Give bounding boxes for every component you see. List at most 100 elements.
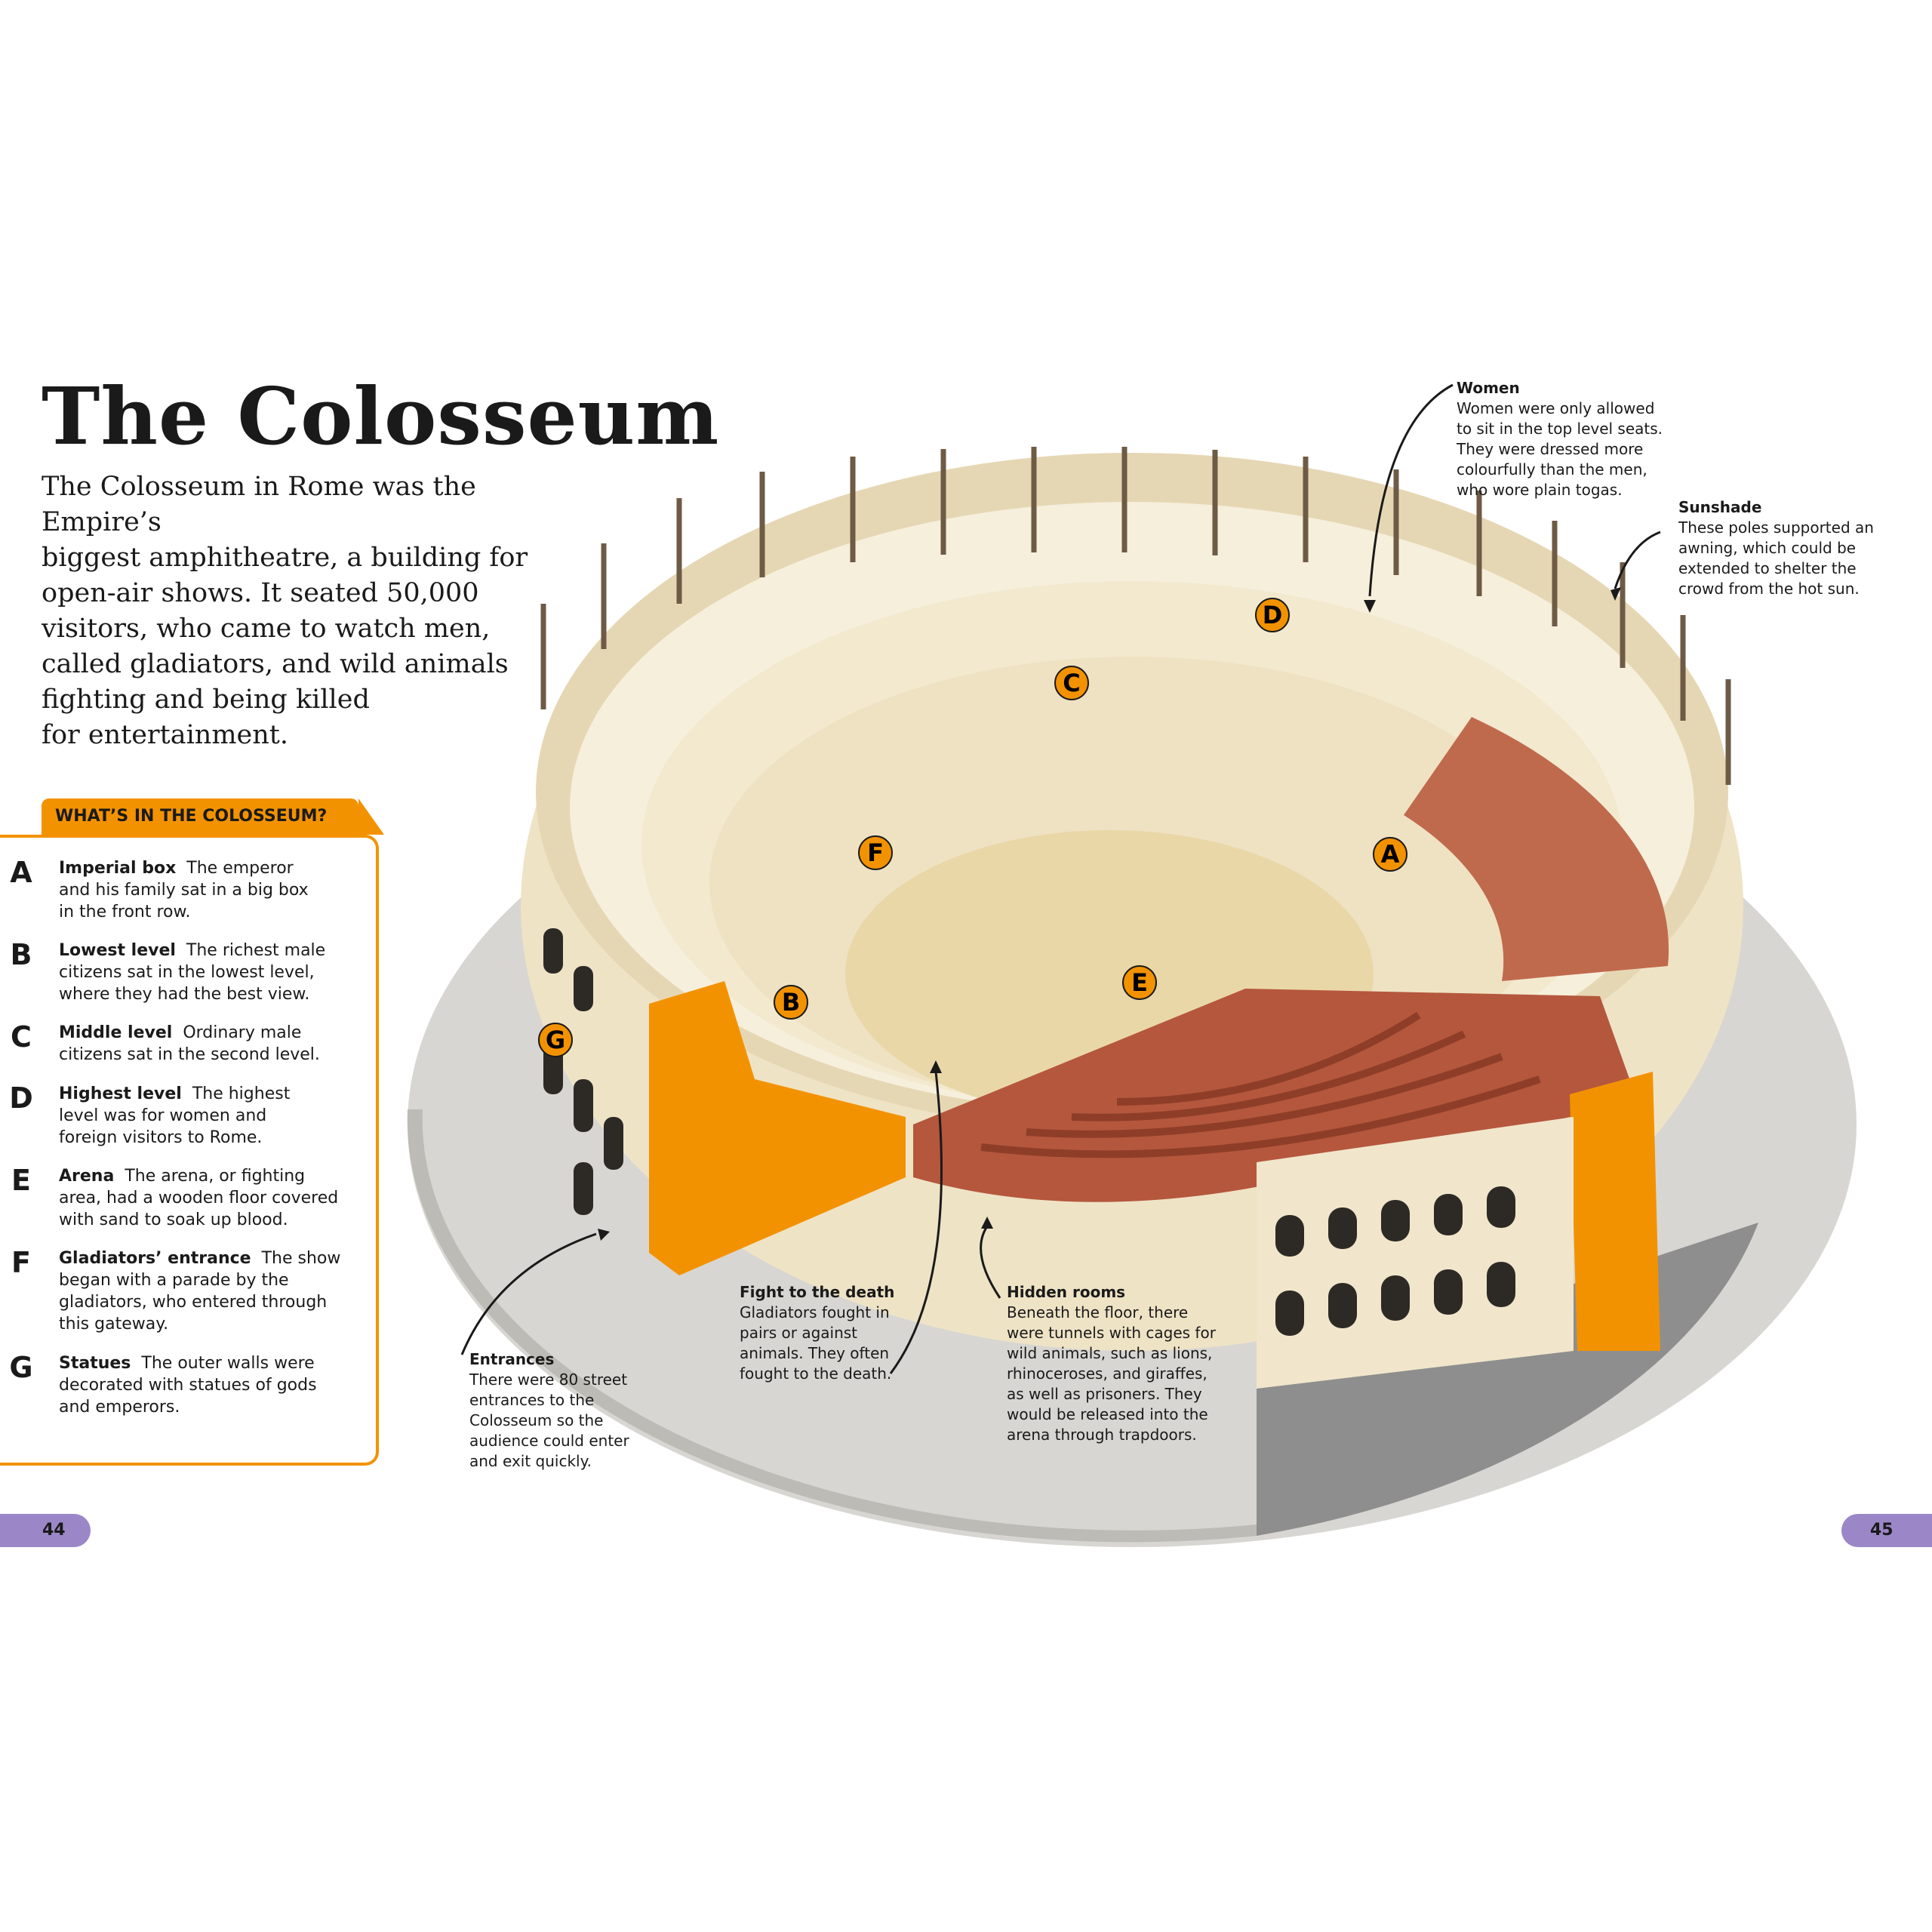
intro-line: visitors, who came to watch men, [42,614,491,644]
intro-line: open-air shows. It seated 50,000 [42,578,479,608]
annotation-line: as well as prisoners. They [1007,1385,1202,1403]
marker-b: B [774,985,808,1020]
annotation-fight-to-the-death: Fight to the death Gladiators fought in … [740,1282,928,1384]
annotation-line: These poles supported an [1678,518,1874,537]
annotation-line: fought to the death. [740,1364,892,1383]
annotation-hidden-rooms: Hidden rooms Beneath the floor, there we… [1007,1282,1248,1445]
key-term: Statues [59,1354,131,1373]
key-line: in the front row. [59,903,191,921]
key-term: Middle level [59,1023,173,1042]
key-item-d: D Highest level The highest level was fo… [9,1081,368,1149]
annotation-heading: Women [1457,379,1520,397]
intro-line: fighting and being killed [42,685,370,715]
key-item-b: B Lowest level The richest male citizens… [11,938,368,1005]
key-line: began with a parade by the [59,1271,289,1290]
annotation-line: colourfully than the men, [1457,460,1647,478]
annotation-heading: Fight to the death [740,1283,895,1301]
intro-line: called gladiators, and wild animals [42,649,509,679]
key-letter: A [10,856,32,889]
front-arches [1275,1186,1515,1336]
key-line: The emperor [186,859,294,878]
marker-a: A [1373,837,1407,872]
annotation-line: There were 80 street [469,1371,628,1389]
key-line: The arena, or fighting [125,1167,306,1186]
key-item-e: E Arena The arena, or fighting area, had… [11,1164,368,1231]
key-term: Highest level [59,1084,182,1103]
key-term: Imperial box [59,859,177,878]
annotation-line: They were dressed more [1457,440,1644,458]
marker-c: C [1054,666,1089,700]
key-line: and emperors. [59,1398,180,1417]
key-line: citizens sat in the lowest level, [59,963,315,982]
key-line: Ordinary male [183,1023,302,1042]
annotation-heading: Hidden rooms [1007,1283,1126,1301]
annotation-heading: Sunshade [1678,498,1762,516]
marker-e: E [1122,965,1157,1000]
key-line: where they had the best view. [59,985,310,1004]
annotation-heading: Entrances [469,1350,555,1368]
key-line: with sand to soak up blood. [59,1211,288,1229]
annotation-sunshade: Sunshade These poles supported an awning… [1678,497,1927,599]
key-letter: G [9,1351,33,1384]
annotation-line: Colosseum so the [469,1411,604,1429]
marker-d: D [1255,598,1290,632]
annotation-line: audience could enter [469,1432,629,1450]
key-term: Gladiators’ entrance [59,1249,251,1268]
leader-lines [460,383,1661,1374]
annotation-line: Women were only allowed [1457,399,1655,417]
key-line: level was for women and [59,1106,267,1125]
key-line: this gateway. [59,1315,169,1334]
annotation-line: pairs or against [740,1324,858,1342]
brick-sector [1404,717,1669,981]
svg-text:A: A [1381,840,1400,869]
svg-text:E: E [1131,968,1148,997]
annotation-line: extended to shelter the [1678,559,1857,577]
key-line: The outer walls were [141,1354,315,1373]
page-number-left: 44 [0,1514,91,1547]
key-item-a: A Imperial box The emperor and his famil… [10,856,368,923]
marker-f: F [858,835,893,870]
annotation-line: animals. They often [740,1344,890,1362]
page-title: The Colosseum [42,370,720,463]
cutaway-left [649,981,906,1275]
sunshade-poles [540,447,1731,785]
annotation-line: entrances to the [469,1391,595,1409]
front-wall [1257,1117,1574,1389]
annotation-line: wild animals, such as lions, [1007,1344,1213,1362]
annotation-women: Women Women were only allowed to sit in … [1457,378,1706,500]
intro-line: biggest amphitheatre, a building for [42,543,528,573]
key-box: A Imperial box The emperor and his famil… [0,835,379,1466]
annotation-line: would be released into the [1007,1405,1208,1423]
intro-paragraph: The Colosseum in Rome was the Empire’s b… [42,469,570,753]
key-letter: C [11,1020,32,1054]
hypogeum-rings [980,1011,1541,1158]
annotation-line: arena through trapdoors. [1007,1426,1197,1444]
svg-text:F: F [867,838,884,867]
key-line: citizens sat in the second level. [59,1045,320,1064]
annotation-line: Beneath the floor, there [1007,1303,1189,1321]
key-letter: E [11,1164,31,1197]
annotation-line: crowd from the hot sun. [1678,580,1860,598]
key-line: The show [261,1249,341,1268]
key-line: gladiators, who entered through [59,1293,328,1312]
annotation-line: were tunnels with cages for [1007,1324,1216,1342]
key-term: Lowest level [59,941,176,960]
leader-arrowheads [598,587,1621,1241]
svg-text:D: D [1263,601,1283,629]
annotation-line: Gladiators fought in [740,1303,890,1321]
key-letter: B [10,938,32,971]
annotation-line: who wore plain togas. [1457,481,1623,499]
annotation-line: awning, which could be [1678,539,1857,557]
intro-line: The Colosseum in Rome was the Empire’s [42,472,476,537]
key-letter: F [11,1246,31,1279]
key-line: The highest [192,1084,291,1103]
key-line: decorated with statues of gods [59,1376,317,1395]
svg-text:B: B [782,988,800,1017]
annotation-line: and exit quickly. [469,1452,592,1470]
marker-g: G [538,1023,573,1057]
key-item-c: C Middle level Ordinary male citizens sa… [11,1020,368,1066]
cutaway-right [1570,1072,1660,1351]
svg-text:G: G [546,1026,565,1054]
key-line: foreign visitors to Rome. [59,1128,263,1147]
